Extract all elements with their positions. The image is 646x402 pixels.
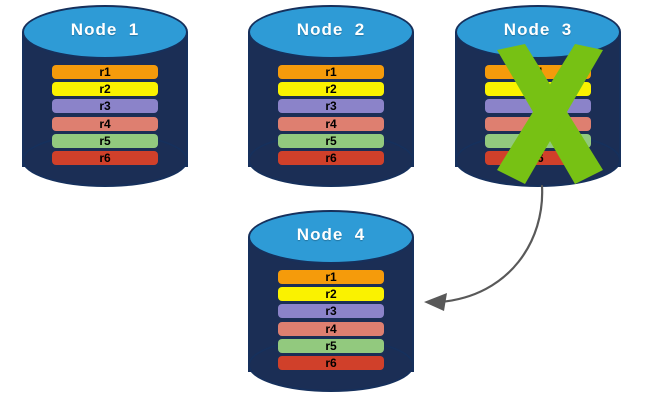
row-bar-label: r2 <box>99 82 111 97</box>
row-bar-r6[interactable]: r6 <box>278 151 384 165</box>
row-bar-label: r3 <box>99 99 111 114</box>
row-bar-r6[interactable]: r6 <box>52 151 158 165</box>
row-bar-r5[interactable]: r5 <box>52 133 158 148</box>
row-bar-label: r2 <box>325 82 337 97</box>
row-bar-label: r4 <box>325 116 337 131</box>
row-bar-r5[interactable]: r5 <box>278 133 384 148</box>
row-bar-r2[interactable]: r2 <box>278 287 384 302</box>
row-bar-r5[interactable]: r5 <box>278 338 384 353</box>
row-bar-r1[interactable]: r1 <box>52 65 158 79</box>
row-bar-label: r5 <box>325 133 337 148</box>
node-1-rows: r1 r2 r3 r4 r5 r6 <box>52 65 158 168</box>
row-bar-label: r1 <box>325 65 337 79</box>
node-1-top <box>22 5 188 59</box>
row-bar-r1[interactable]: r1 <box>278 270 384 284</box>
row-bar-label: r6 <box>325 151 337 165</box>
row-bar-r4[interactable]: r4 <box>52 116 158 131</box>
replication-arrow-path <box>438 184 544 304</box>
row-bar-r6[interactable]: r6 <box>278 356 384 370</box>
row-bar-label: r2 <box>325 287 337 302</box>
row-bar-r3[interactable]: r3 <box>52 99 158 114</box>
node-4-rows: r1 r2 r3 r4 r5 r6 <box>278 270 384 373</box>
row-bar-label: r4 <box>99 116 111 131</box>
node-4-top <box>248 210 414 264</box>
row-bar-r4[interactable]: r4 <box>278 116 384 131</box>
row-bar-r2[interactable]: r2 <box>278 82 384 97</box>
replication-arrow-head <box>424 293 447 311</box>
row-bar-label: r4 <box>325 321 337 336</box>
row-bar-label: r3 <box>325 99 337 114</box>
row-bar-label: r3 <box>325 304 337 319</box>
row-bar-label: r6 <box>99 151 111 165</box>
node-2-top <box>248 5 414 59</box>
row-bar-label: r1 <box>325 270 337 284</box>
row-bar-r2[interactable]: r2 <box>52 82 158 97</box>
row-bar-label: r5 <box>325 338 337 353</box>
row-bar-label: r5 <box>99 133 111 148</box>
row-bar-r1[interactable]: r1 <box>278 65 384 79</box>
row-bar-r3[interactable]: r3 <box>278 99 384 114</box>
row-bar-label: r1 <box>99 65 111 79</box>
node-2-rows: r1 r2 r3 r4 r5 r6 <box>278 65 384 168</box>
row-bar-r3[interactable]: r3 <box>278 304 384 319</box>
row-bar-r4[interactable]: r4 <box>278 321 384 336</box>
row-bar-label: r6 <box>325 356 337 370</box>
